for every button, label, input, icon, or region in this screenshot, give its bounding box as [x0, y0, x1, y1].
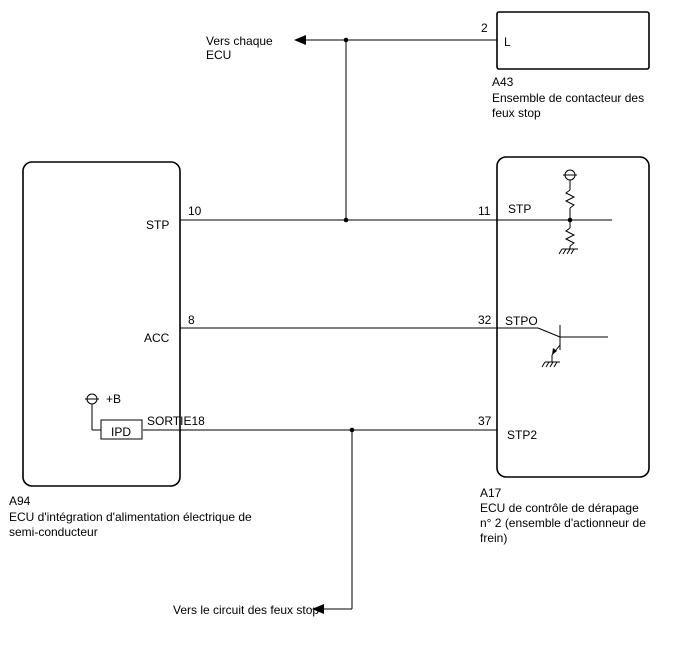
a17-stpo-number: 32 — [478, 313, 492, 327]
a94-desc-line1: ECU d'intégration d'alimentation électri… — [9, 510, 252, 524]
a17-desc-line3: frein) — [480, 531, 507, 545]
a43-desc-line2: feux stop — [492, 106, 541, 120]
a17-stpo-label: STPO — [505, 314, 538, 328]
a17-desc-line1: ECU de contrôle de dérapage — [480, 501, 639, 515]
a94-sortie-label: SORTIE18 — [147, 414, 205, 428]
top-arrow-label-line1: Vers chaque — [206, 34, 273, 48]
a94-stp-label: STP — [146, 218, 169, 232]
ipd-label: IPD — [111, 425, 131, 439]
top-arrow-label-line2: ECU — [206, 48, 231, 62]
a43-box — [496, 11, 650, 70]
bottom-arrow — [312, 430, 353, 614]
a17-desc-line2: n° 2 (ensemble d'actionneur de — [480, 516, 646, 530]
a94-box — [22, 161, 181, 487]
a43-pin-label: L — [504, 35, 511, 49]
a94-stp-number: 10 — [188, 204, 202, 218]
a17-code: A17 — [480, 486, 502, 500]
top-arrow — [294, 35, 497, 45]
a17-box — [496, 156, 650, 478]
a17-stp2-number: 37 — [478, 414, 492, 428]
ipd-block — [100, 419, 143, 440]
a17-transistor — [537, 325, 608, 368]
a17-stp2-label: STP2 — [507, 428, 537, 442]
a43-desc-line1: Ensemble de contacteur des — [492, 91, 644, 105]
top-junction-dot — [343, 37, 349, 43]
a94-desc-line2: semi-conducteur — [9, 525, 98, 539]
a94-power-supply — [85, 393, 101, 431]
a43-pin-number: 2 — [481, 21, 488, 35]
a17-stp-resistor-network — [558, 169, 578, 255]
a94-power-label: +B — [106, 392, 121, 406]
a17-stp-label: STP — [508, 202, 531, 216]
a17-stp-number: 11 — [478, 204, 491, 218]
a94-acc-number: 8 — [188, 313, 195, 327]
a94-acc-label: ACC — [144, 331, 170, 345]
a94-code: A94 — [9, 494, 31, 508]
a43-code: A43 — [492, 75, 514, 89]
bottom-arrow-label: Vers le circuit des feux stop — [173, 603, 319, 617]
